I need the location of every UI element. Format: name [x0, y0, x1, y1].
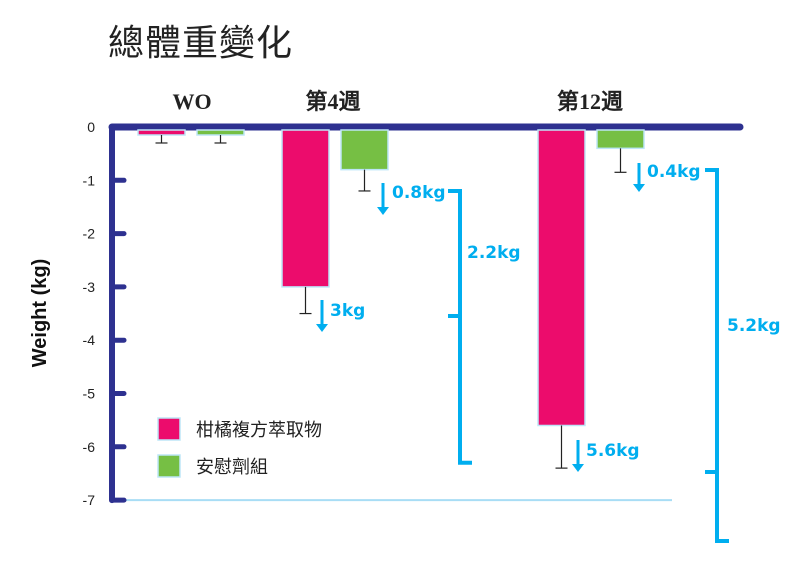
y-tick-label: -4: [83, 332, 96, 348]
legend-label: 柑橘複方萃取物: [196, 420, 322, 441]
annotation-label: 3kg: [330, 301, 365, 321]
y-tick-label: -6: [83, 439, 96, 455]
annotation-label: 0.4kg: [647, 162, 701, 182]
bar: [537, 129, 586, 427]
bracket: [705, 168, 729, 543]
legend-label: 安慰劑組: [196, 457, 268, 478]
category-label: 第12週: [557, 89, 623, 114]
bar: [596, 129, 645, 150]
arrow-head-icon: [377, 207, 389, 215]
chart-title: 總體重變化: [108, 23, 294, 64]
bar: [137, 129, 186, 136]
bar: [340, 129, 389, 171]
annotation-label: 5.6kg: [586, 441, 640, 461]
y-tick-label: -1: [83, 172, 96, 188]
annotation-label: 2.2kg: [467, 243, 521, 263]
legend-swatch: [157, 417, 181, 441]
y-axis-label: Weight (kg): [29, 259, 51, 368]
category-label: WO: [172, 89, 211, 114]
y-tick-label: -3: [83, 279, 96, 295]
y-tick-label: -5: [83, 386, 96, 402]
y-tick-label: -7: [83, 492, 96, 508]
y-tick-label: 0: [87, 119, 95, 135]
y-tick-label: -2: [83, 226, 96, 242]
arrow-head-icon: [316, 324, 328, 332]
arrow-head-icon: [633, 184, 645, 192]
legend-swatch: [157, 454, 181, 478]
annotation-label: 0.8kg: [392, 183, 446, 203]
bar: [196, 129, 245, 136]
annotation-label: 5.2kg: [727, 316, 781, 336]
bar: [281, 129, 330, 288]
arrow-head-icon: [572, 464, 584, 472]
bracket: [448, 188, 472, 465]
category-label: 第4週: [305, 89, 360, 114]
